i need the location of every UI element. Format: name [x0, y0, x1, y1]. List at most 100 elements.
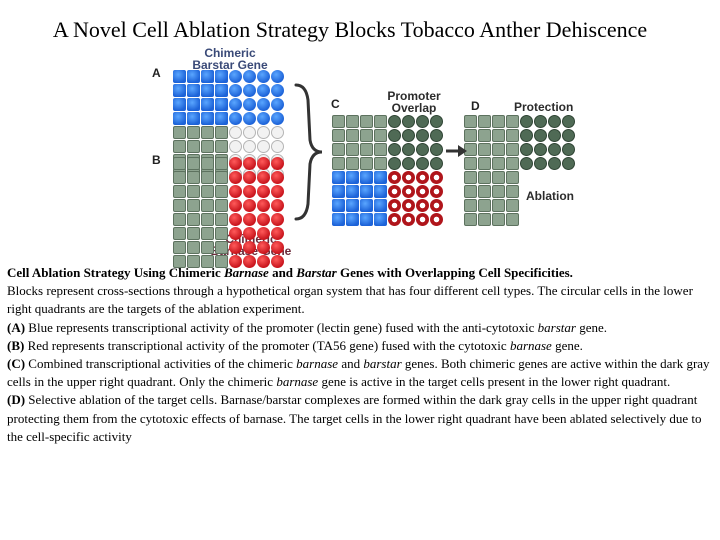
cell [388, 213, 401, 226]
cell [257, 84, 270, 97]
panel-label-c: C [331, 97, 340, 111]
cell [388, 143, 401, 156]
cell [402, 185, 415, 198]
cell [332, 171, 345, 184]
cell [388, 199, 401, 212]
page-title: A Novel Cell Ablation Strategy Blocks To… [52, 17, 648, 42]
cell [257, 171, 270, 184]
cell [271, 199, 284, 212]
cell [173, 171, 186, 184]
cell [215, 98, 228, 111]
cell [492, 185, 505, 198]
cell [562, 129, 575, 142]
cell [464, 115, 477, 128]
cell [388, 171, 401, 184]
grid-d-ablation-result [464, 115, 575, 226]
cell [243, 171, 256, 184]
cell [402, 171, 415, 184]
cell [215, 227, 228, 240]
cell [464, 157, 477, 170]
cell [360, 213, 373, 226]
cell [257, 140, 270, 153]
cell [346, 185, 359, 198]
cell [257, 255, 270, 268]
cell [229, 140, 242, 153]
cell [243, 241, 256, 254]
cell [271, 255, 284, 268]
cell [534, 143, 547, 156]
cell [243, 185, 256, 198]
cell [187, 255, 200, 268]
cell [548, 143, 561, 156]
cell [229, 157, 242, 170]
caption-a: (A) Blue represents transcriptional acti… [7, 319, 608, 335]
cell [430, 115, 443, 128]
ablation-label: Ablation [526, 189, 574, 203]
cell [506, 157, 519, 170]
cell [374, 171, 387, 184]
cell [201, 126, 214, 139]
cell [173, 199, 186, 212]
cell [402, 157, 415, 170]
cell [229, 255, 242, 268]
cell [187, 213, 200, 226]
cell [215, 185, 228, 198]
cell [215, 241, 228, 254]
cell [388, 115, 401, 128]
cell [173, 255, 186, 268]
grid-b-barnase [173, 157, 284, 268]
cell [215, 70, 228, 83]
cell [374, 185, 387, 198]
cell [506, 185, 519, 198]
cell [257, 199, 270, 212]
cell [215, 157, 228, 170]
cell [520, 129, 533, 142]
arrow-head [458, 145, 467, 157]
cell [215, 84, 228, 97]
ablation-strategy-figure: A B C D Chimeric Barstar Gene Chimeric B… [0, 0, 720, 268]
cell [187, 126, 200, 139]
cell [374, 199, 387, 212]
cell [492, 143, 505, 156]
cell [430, 143, 443, 156]
cell [201, 213, 214, 226]
cell [430, 129, 443, 142]
cell [215, 199, 228, 212]
cell [229, 126, 242, 139]
cell [243, 255, 256, 268]
cell [492, 115, 505, 128]
cell [257, 98, 270, 111]
cell [360, 199, 373, 212]
chimeric-barstar-gene-label: Chimeric Barstar Gene [192, 46, 268, 72]
cell [271, 227, 284, 240]
cell [506, 199, 519, 212]
cell [416, 185, 429, 198]
cell [360, 171, 373, 184]
cell [402, 115, 415, 128]
cell [520, 115, 533, 128]
cell [360, 115, 373, 128]
cell [215, 140, 228, 153]
cell [416, 213, 429, 226]
cell [243, 126, 256, 139]
cell [430, 171, 443, 184]
cell [257, 241, 270, 254]
cell [520, 143, 533, 156]
caption-heading: Cell Ablation Strategy Using Chimeric Ba… [7, 265, 573, 280]
cell [478, 185, 491, 198]
cell [416, 129, 429, 142]
cell [243, 112, 256, 125]
cell [360, 185, 373, 198]
cell [478, 157, 491, 170]
cell [187, 112, 200, 125]
cell [562, 157, 575, 170]
cell [257, 112, 270, 125]
cell [506, 143, 519, 156]
cell [173, 213, 186, 226]
cell [332, 199, 345, 212]
cell [257, 185, 270, 198]
cell [360, 143, 373, 156]
cell [173, 84, 186, 97]
cell [464, 213, 477, 226]
cell [464, 171, 477, 184]
